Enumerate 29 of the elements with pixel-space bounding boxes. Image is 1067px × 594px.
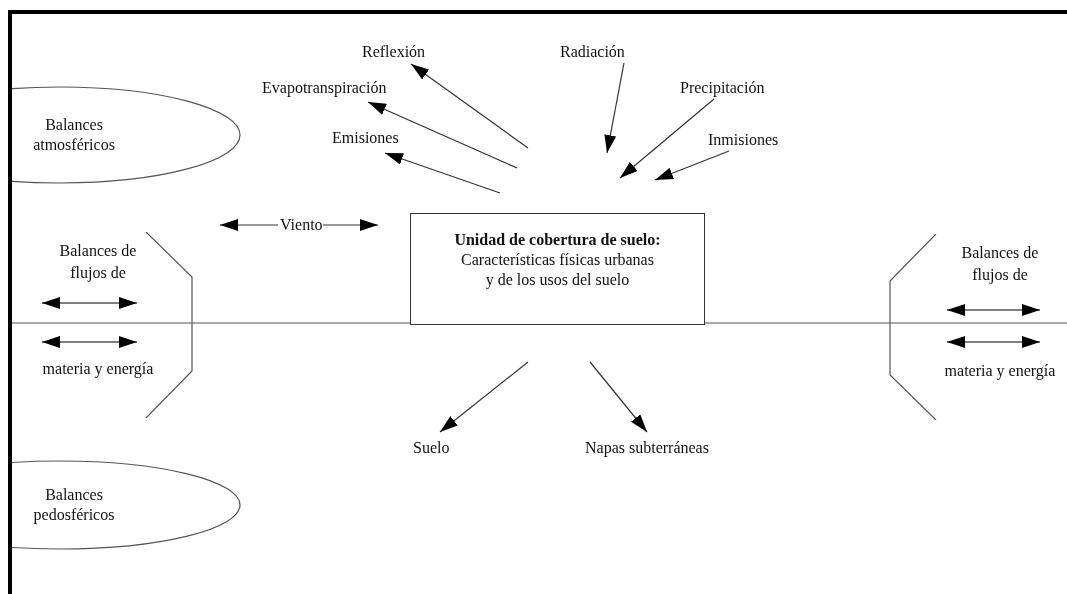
flow-label: Viento [280,215,323,235]
arrow [322,219,379,231]
arrow [654,150,730,181]
box-heading: Unidad de cobertura de suelo: [453,230,662,250]
arrow [439,361,529,433]
flow-label: Suelo [413,438,450,458]
arrow [384,152,501,194]
arrow [367,101,518,169]
arrow [219,219,279,231]
ellipse-label: Balances pedosféricos [32,485,116,525]
bracket-label: Balances de flujos de [960,243,1040,286]
flow-label: Inmisiones [708,130,779,150]
bracket-label: Balances de flujos de [58,241,138,284]
bracket-label: materia y energía [944,361,1056,382]
flow-label: Precipitación [680,78,765,98]
unit-box [410,213,705,325]
flow-label: Napas subterráneas [585,438,709,458]
arrow [589,361,648,433]
arrow [619,98,715,179]
arrow [410,63,529,149]
flow-label: Emisiones [332,128,399,148]
box-text: Características físicas urbanas y de los usos del suelo [460,250,655,290]
ellipse-label: Balances atmosféricos [32,115,116,155]
flow-label: Evapotranspiración [262,78,387,98]
flow-label: Reflexión [362,42,426,62]
flow-label: Radiación [560,42,625,62]
bracket-label: materia y energía [42,359,154,380]
arrow [604,62,625,154]
flow-bracket [40,232,196,418]
